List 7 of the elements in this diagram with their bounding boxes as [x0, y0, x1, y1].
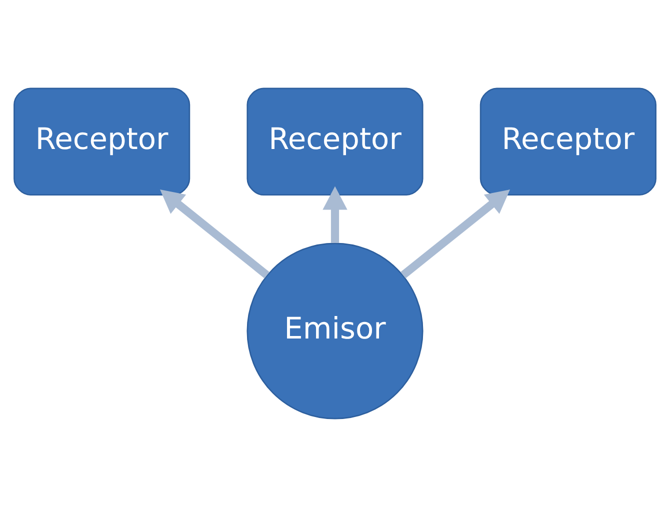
- arrow: [160, 189, 270, 278]
- arrow: [400, 189, 510, 278]
- node-circle: Emisor: [246, 242, 424, 419]
- node-box: Receptor: [480, 87, 656, 196]
- node-box: Receptor: [14, 87, 190, 196]
- node-box: Receptor: [246, 87, 424, 196]
- arrow: [322, 186, 348, 242]
